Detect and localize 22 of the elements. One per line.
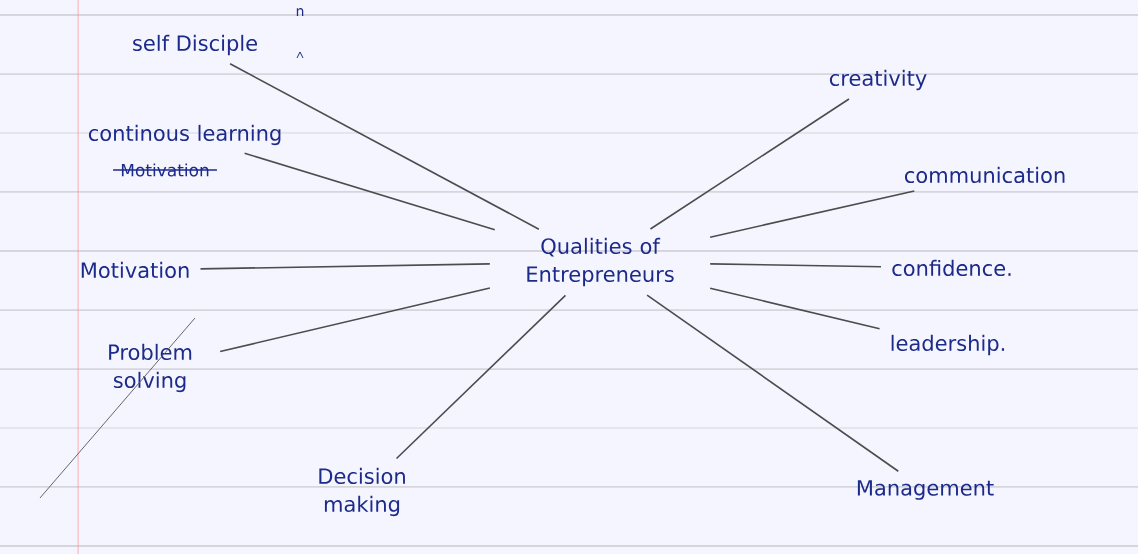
quality-label: creativity	[829, 69, 927, 91]
spoke-line	[709, 263, 882, 268]
central-topic: Qualities of Entrepreneurs	[527, 237, 674, 287]
spoke-line	[395, 294, 567, 460]
spoke-line	[649, 98, 850, 230]
quality-label: Motivation	[81, 261, 189, 279]
quality-label: self Disciple	[133, 34, 257, 56]
spoke-line	[219, 287, 491, 353]
spoke-line	[709, 190, 916, 238]
spoke-line	[229, 62, 540, 230]
spoke-line	[243, 152, 496, 231]
quality-label: leadership.	[891, 334, 1005, 356]
quality-label: Problem solving	[109, 343, 192, 393]
spoke-line	[709, 287, 881, 330]
inserted-letter: n	[296, 8, 304, 16]
quality-label: Management	[857, 480, 994, 500]
quality-label: communication	[904, 166, 1065, 184]
spoke-line	[199, 263, 491, 270]
quality-label: continous learning	[88, 124, 281, 146]
quality-label: confidence.	[892, 259, 1011, 277]
spoke-line	[646, 294, 900, 473]
quality-label: Decision making	[319, 467, 405, 517]
